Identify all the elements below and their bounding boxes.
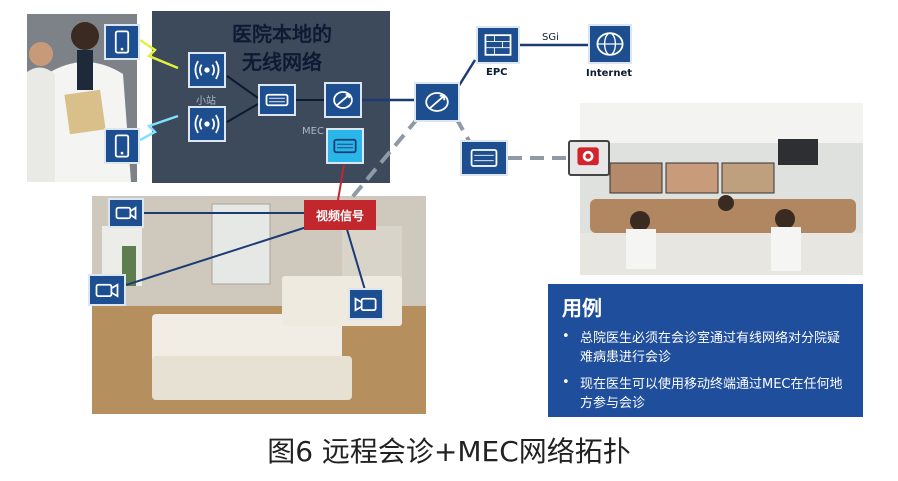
video-camera-icon-3 bbox=[348, 288, 384, 320]
use-case-title: 用例 bbox=[562, 296, 602, 320]
small-cell-icon-bottom bbox=[188, 106, 226, 142]
switch-icon bbox=[258, 84, 296, 116]
video-signal-box: 视频信号 bbox=[304, 200, 376, 230]
phone-icon-top bbox=[104, 24, 140, 60]
epc-firewall-icon bbox=[476, 26, 520, 64]
figure-caption: 图6 远程会诊+MEC网络拓扑 bbox=[267, 435, 631, 468]
internet-label: Internet bbox=[586, 68, 633, 79]
mec-server-icon bbox=[326, 128, 364, 164]
use-case-box: 用例 • 总院医生必须在会诊室通过有线网络对分院疑难病患进行会诊 • 现在医生可… bbox=[548, 284, 863, 417]
small-cell-icon-top bbox=[188, 52, 226, 88]
video-camera-icon-1 bbox=[108, 198, 144, 228]
local-network-title: 医院本地的无线网络 bbox=[232, 22, 332, 74]
conference-room-photo bbox=[580, 103, 863, 275]
video-camera-icon-2 bbox=[88, 274, 126, 306]
wireless-link-bottom bbox=[139, 114, 179, 142]
core-router-icon bbox=[414, 82, 460, 122]
use-case-item-text: 总院医生必须在会诊室通过有线网络对分院疑难病患进行会诊 bbox=[580, 331, 841, 365]
conference-camera-icon bbox=[568, 140, 610, 176]
use-case-item: • 现在医生可以使用移动终端通过MEC在任何地方参与会诊 bbox=[562, 375, 851, 413]
video-signal-label: 视频信号 bbox=[315, 208, 364, 223]
use-case-item-text: 现在医生可以使用移动终端通过MEC在任何地方参与会诊 bbox=[580, 377, 843, 411]
use-case-item: • 总院医生必须在会诊室通过有线网络对分院疑难病患进行会诊 bbox=[562, 329, 851, 367]
sgi-label: SGi bbox=[542, 32, 559, 43]
small-cell-label: 小站 bbox=[196, 96, 216, 107]
conference-server-icon bbox=[460, 140, 508, 176]
internet-globe-icon bbox=[588, 24, 632, 64]
epc-label: EPC bbox=[486, 67, 508, 78]
mec-label: MEC bbox=[302, 126, 324, 137]
wireless-link-top bbox=[139, 38, 179, 70]
phone-icon-bottom bbox=[104, 128, 140, 164]
local-router-icon bbox=[324, 82, 362, 118]
